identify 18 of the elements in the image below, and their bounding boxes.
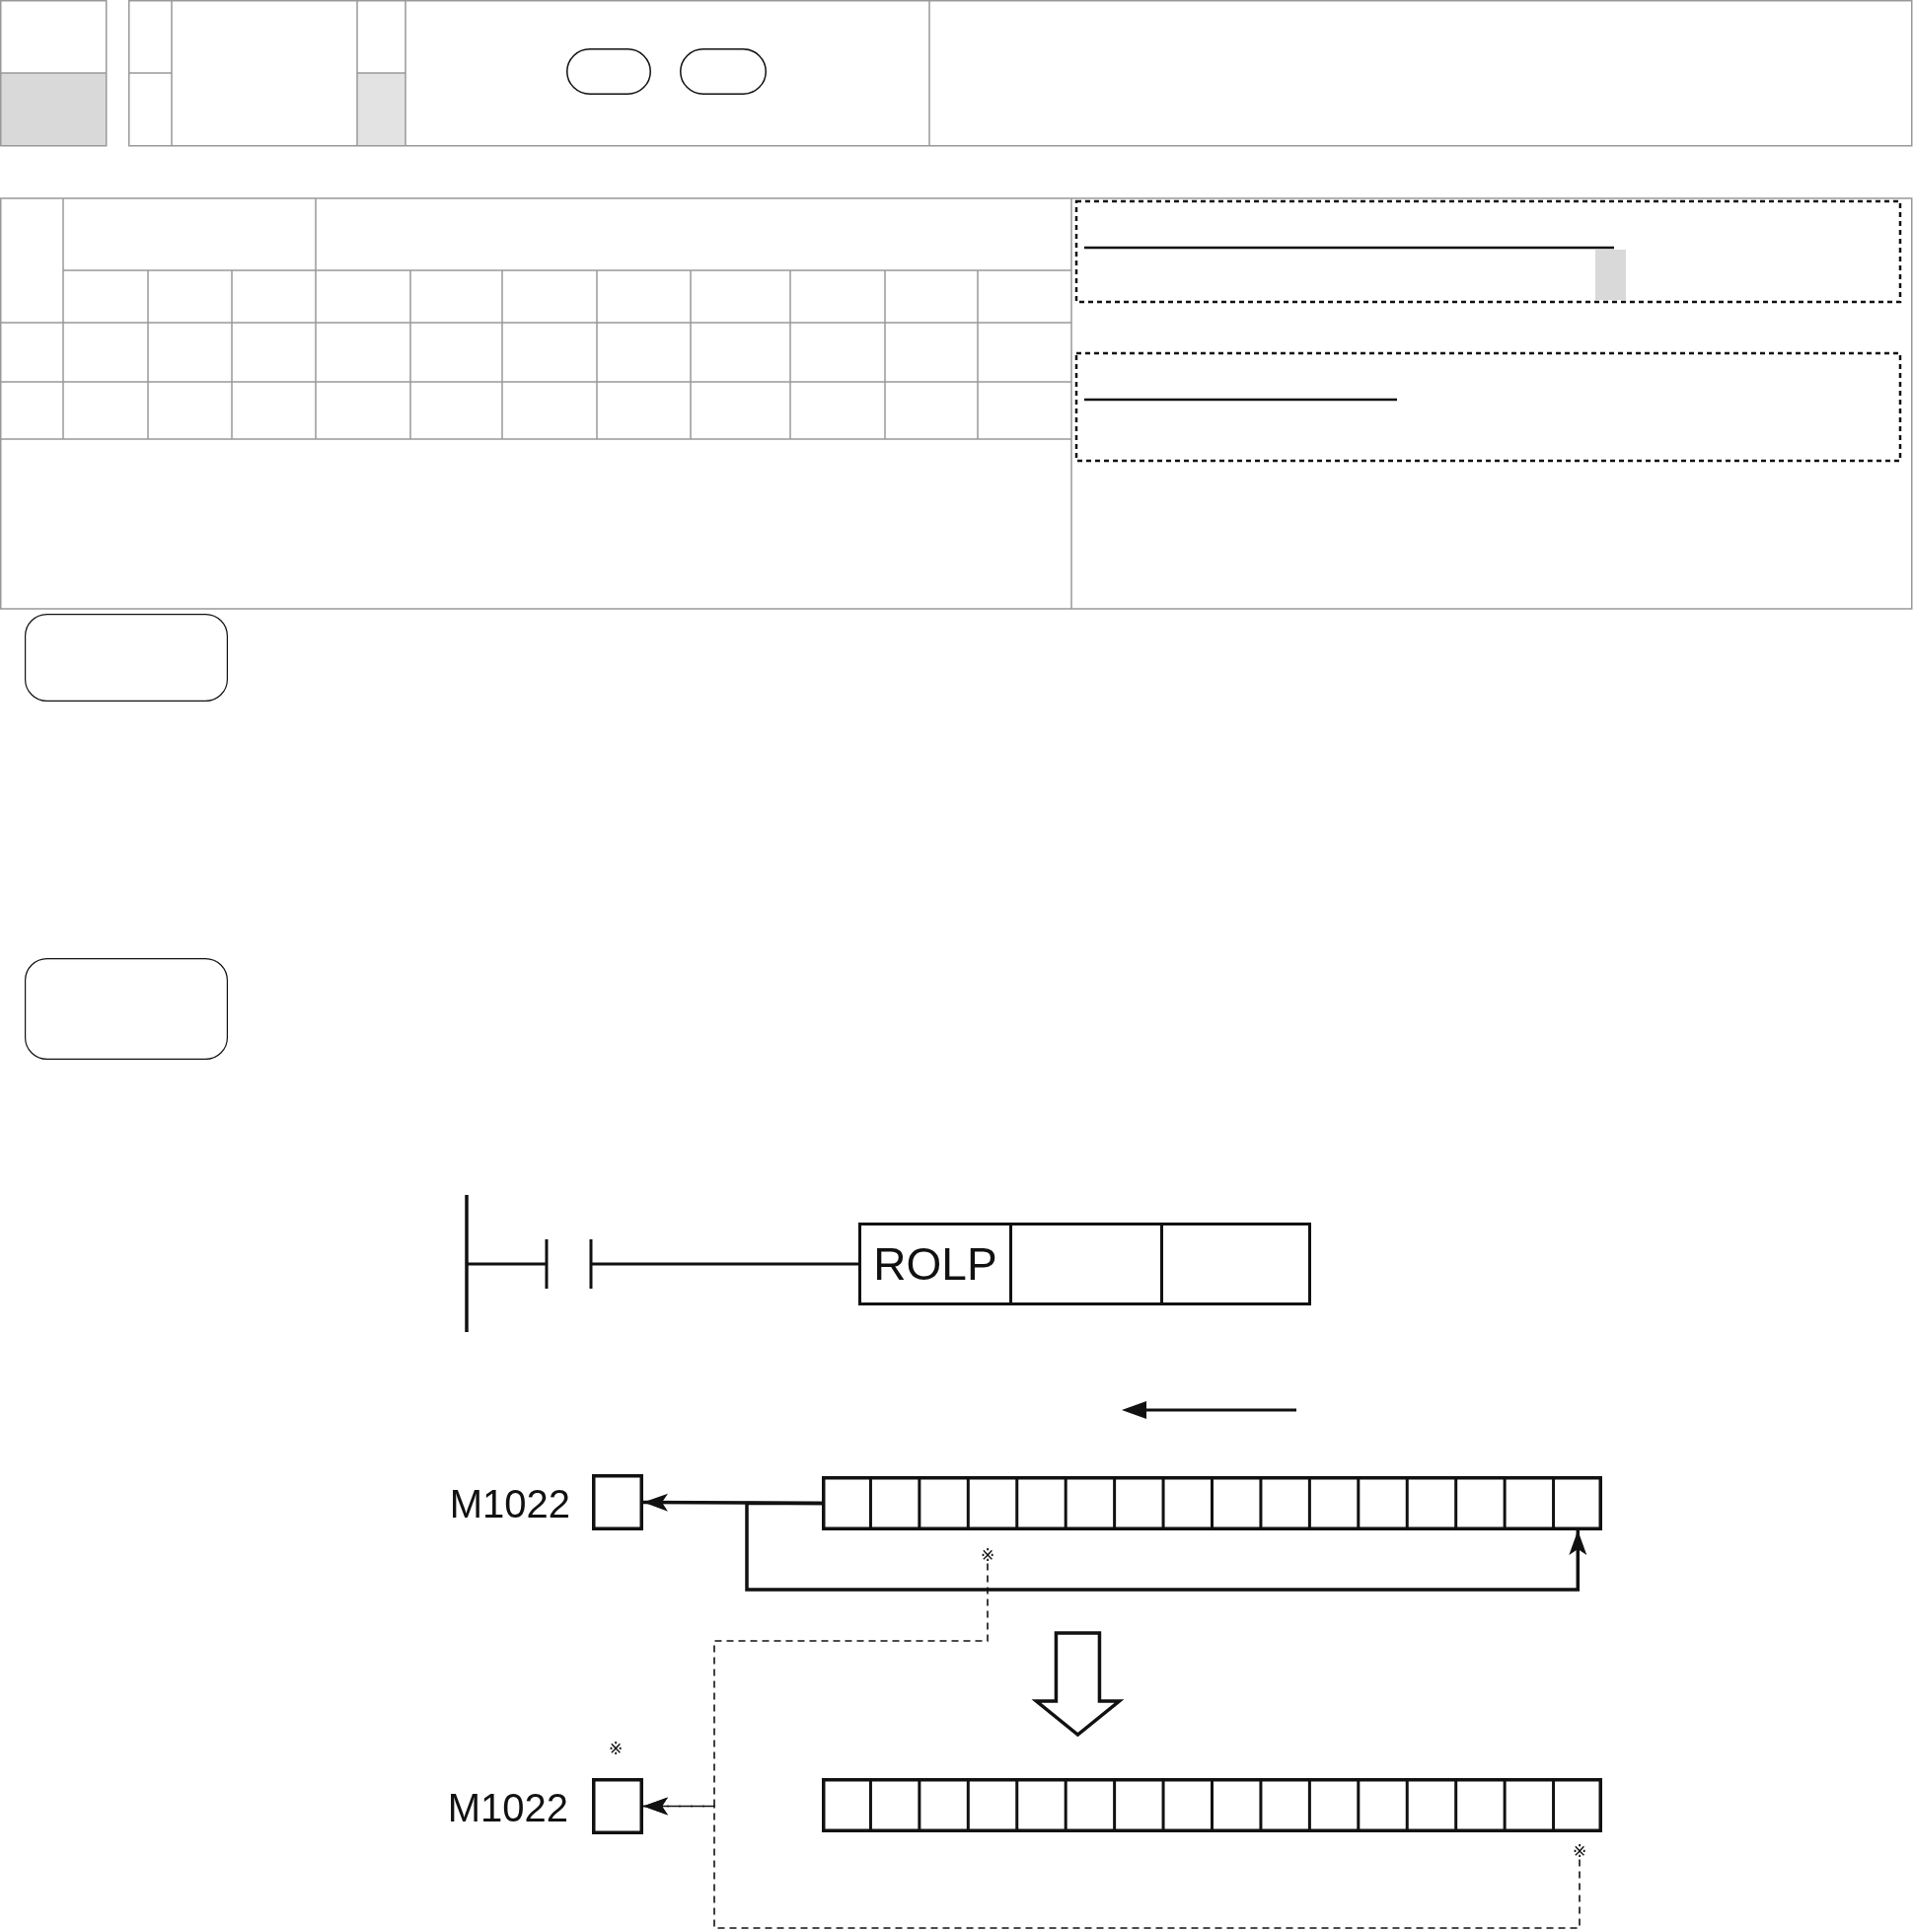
carry-flag-box bbox=[592, 1778, 643, 1834]
empty-tag bbox=[566, 48, 651, 95]
section-tab bbox=[25, 614, 228, 702]
bit-register bbox=[822, 1778, 1602, 1832]
flag-label: M1022 bbox=[447, 1788, 568, 1827]
instruction-label: ROLP bbox=[861, 1226, 1012, 1302]
instruction-box bbox=[858, 1223, 1311, 1305]
loop-arrow bbox=[745, 1501, 1587, 1592]
note-mark: ※ bbox=[1572, 1842, 1587, 1860]
carry-flag-box bbox=[592, 1474, 643, 1530]
note-mark: ※ bbox=[980, 1546, 995, 1564]
section-tab bbox=[25, 958, 228, 1060]
empty-tag bbox=[680, 48, 767, 95]
flag-label: M1022 bbox=[449, 1484, 570, 1523]
bit-register bbox=[822, 1476, 1602, 1530]
note-mark: ※ bbox=[608, 1741, 624, 1757]
dashed-leader bbox=[642, 1797, 1581, 1929]
block-arrow bbox=[1031, 1631, 1125, 1738]
